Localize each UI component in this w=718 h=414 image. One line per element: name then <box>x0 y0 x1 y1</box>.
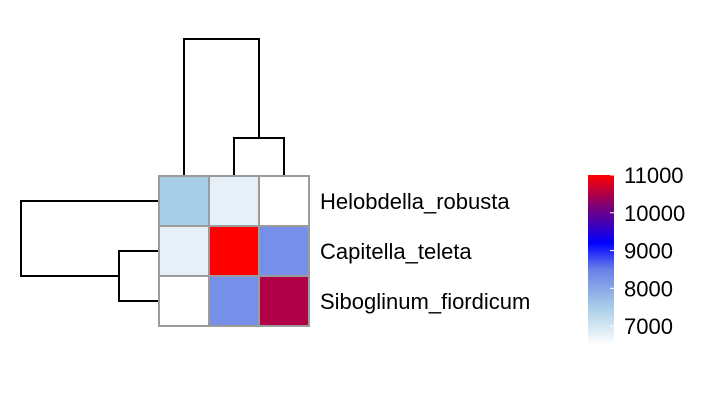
legend-tick-label: 8000 <box>624 276 673 301</box>
heatmap-cell-r0-c2 <box>258 175 310 227</box>
heatmap-cell-r0-c1 <box>208 175 260 227</box>
legend-tick-label: 11000 <box>624 163 684 188</box>
row-label: Siboglinum_fiordicum <box>320 289 530 314</box>
row-labels: Helobdella_robustaCapitella_teletaSibogl… <box>320 189 530 314</box>
color-legend-ticks: 7000 8000 9000 10000 11000 <box>610 163 685 339</box>
heatmap-cell-r0-c0 <box>158 175 210 227</box>
heatmap-cell-r1-c2 <box>258 225 310 277</box>
heatmap-cell-r2-c1 <box>208 275 260 327</box>
legend-tick-label: 10000 <box>624 201 685 226</box>
heatmap-cell-r2-c0 <box>158 275 210 327</box>
heatmap-cells <box>158 175 310 327</box>
row-dendrogram-branch-0 <box>118 250 159 302</box>
row-dendrogram <box>20 200 159 302</box>
col-dendrogram-branch-1 <box>183 38 260 176</box>
row-label: Helobdella_robusta <box>320 189 510 214</box>
heatmap-cell-r1-c0 <box>158 225 210 277</box>
col-dendrogram-branch-0 <box>233 137 285 176</box>
color-legend: 7000 8000 9000 10000 11000 <box>588 163 685 345</box>
heatmap-cell-r2-c2 <box>258 275 310 327</box>
legend-tick-label: 7000 <box>624 314 673 339</box>
row-dendrogram-branch-1 <box>20 200 159 277</box>
color-legend-bar <box>588 175 614 345</box>
column-dendrogram <box>183 38 285 176</box>
row-label: Capitella_teleta <box>320 239 472 264</box>
legend-tick-label: 9000 <box>624 239 673 264</box>
heatmap-cell-r1-c1 <box>208 225 260 277</box>
